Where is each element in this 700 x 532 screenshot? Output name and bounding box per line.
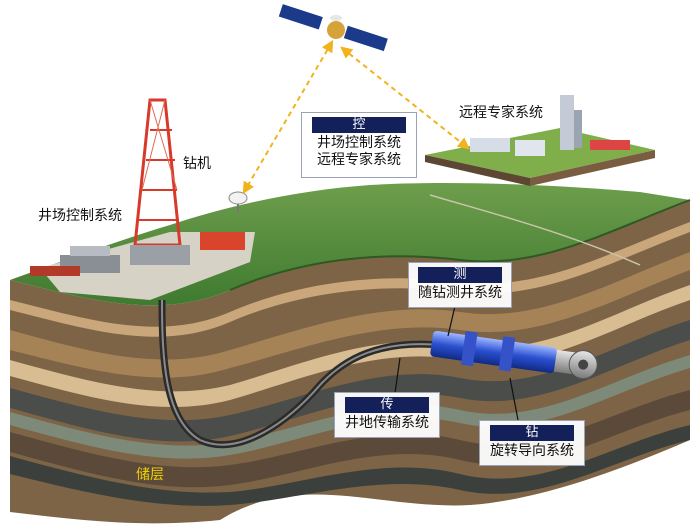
callout-control-line-1: 井场控制系统 xyxy=(317,135,401,151)
remote-city-block xyxy=(425,95,655,186)
callout-transmit: 传 井地传输系统 xyxy=(334,392,440,438)
callout-measure: 测 随钻测井系统 xyxy=(408,262,512,308)
reservoir-label: 储层 xyxy=(136,467,164,483)
callout-control-head: 控 xyxy=(312,117,406,133)
wellsite-platform xyxy=(30,232,255,300)
callout-transmit-head: 传 xyxy=(345,397,429,413)
callout-control-line-2: 远程专家系统 xyxy=(317,152,401,168)
downhole-tool xyxy=(430,330,598,380)
callout-measure-line-1: 随钻测井系统 xyxy=(418,285,502,301)
callout-measure-head: 测 xyxy=(418,267,502,283)
callout-drill: 钻 旋转导向系统 xyxy=(479,420,585,466)
link-sat-wellsite xyxy=(242,39,334,195)
callout-drill-line-1: 旋转导向系统 xyxy=(490,443,574,459)
remote-expert-label: 远程专家系统 xyxy=(459,105,543,121)
rig-label: 钻机 xyxy=(183,156,211,172)
wellsite-control-label: 井场控制系统 xyxy=(38,208,122,224)
satellite-dish xyxy=(228,191,248,212)
callout-transmit-line-1: 井地传输系统 xyxy=(345,415,429,431)
callout-control: 控 井场控制系统 远程专家系统 xyxy=(301,112,417,178)
callout-drill-head: 钻 xyxy=(490,425,574,441)
satellite xyxy=(278,4,388,52)
drilling-rig xyxy=(130,98,190,265)
